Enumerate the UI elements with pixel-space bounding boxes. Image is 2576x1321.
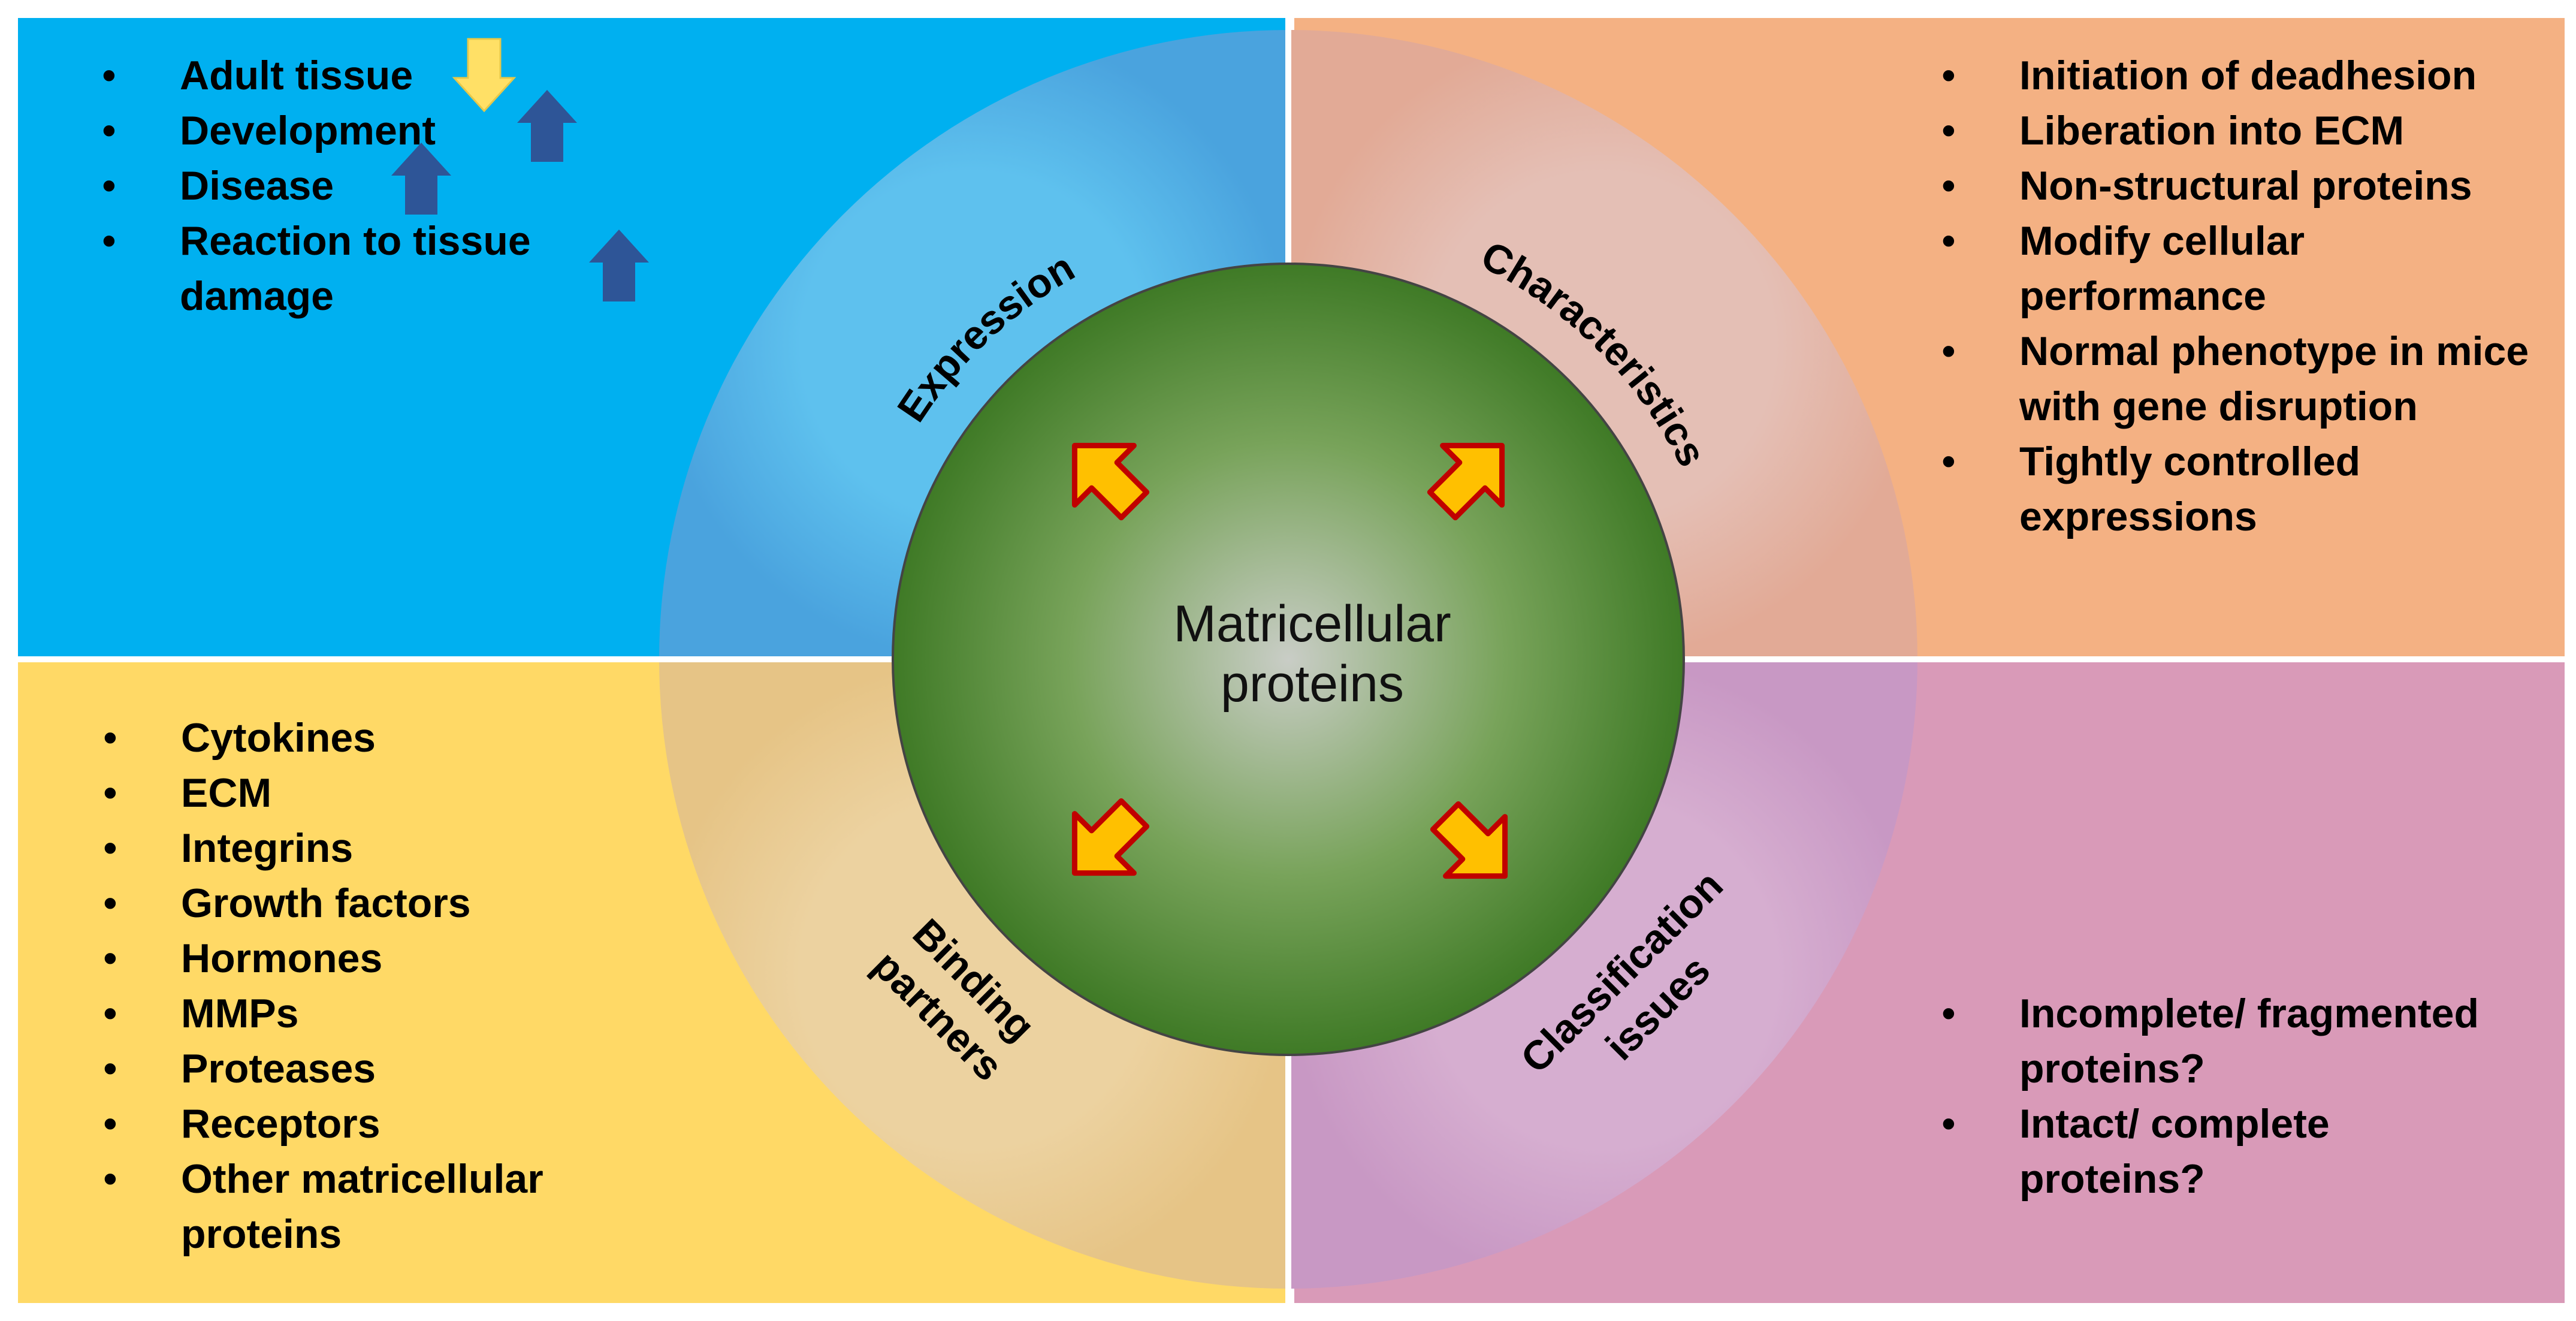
characteristics-arrow-icon xyxy=(1427,442,1505,521)
center-label-line-2: proteins xyxy=(1221,655,1404,713)
list-item: Proteases xyxy=(103,1041,672,1096)
list-item: Other matricellular proteins xyxy=(103,1151,672,1262)
expression-ring-segment xyxy=(659,30,1288,659)
list-item: Initiation of deadhesion xyxy=(1941,48,2547,103)
characteristics-ring-segment xyxy=(1288,30,1917,659)
list-item: Adult tissue xyxy=(102,48,689,103)
list-item: MMPs xyxy=(103,986,672,1041)
list-item: Integrins xyxy=(103,821,672,876)
list-item: Intact/ complete proteins? xyxy=(1941,1096,2481,1207)
list-item: Tightly controlled expressions xyxy=(1941,434,2547,544)
list-item: Incomplete/ fragmented proteins? xyxy=(1941,986,2481,1096)
classification-ring-segment xyxy=(1288,659,1917,1289)
characteristics-list: Initiation of deadhesion Liberation into… xyxy=(1941,48,2547,544)
list-item: Modify cellular performance xyxy=(1941,213,2547,324)
list-item: Cytokines xyxy=(103,710,672,765)
expression-list: Adult tissue Development Disease Reactio… xyxy=(102,48,689,324)
list-item: Development xyxy=(102,103,689,158)
expression-arrow-icon xyxy=(1071,442,1150,521)
list-item: ECM xyxy=(103,765,672,821)
list-item: Receptors xyxy=(103,1096,672,1151)
list-item: Liberation into ECM xyxy=(1941,103,2547,158)
list-item: Hormones xyxy=(103,931,672,986)
classification-arrow-icon xyxy=(1430,801,1508,879)
classification-issues-list: Incomplete/ fragmented proteins? Intact/… xyxy=(1941,986,2481,1207)
list-item: Non-structural proteins xyxy=(1941,158,2547,213)
list-item: Disease xyxy=(102,158,689,213)
list-item: Growth factors xyxy=(103,876,672,931)
center-label-line-1: Matricellular xyxy=(1173,595,1451,653)
binding-arrow-icon xyxy=(1071,798,1150,876)
binding-partners-list: Cytokines ECM Integrins Growth factors H… xyxy=(103,710,672,1262)
list-item: Reaction to tissue damage xyxy=(102,213,689,324)
list-item: Normal phenotype in mice with gene disru… xyxy=(1941,324,2547,434)
binding-ring-segment xyxy=(659,659,1288,1289)
